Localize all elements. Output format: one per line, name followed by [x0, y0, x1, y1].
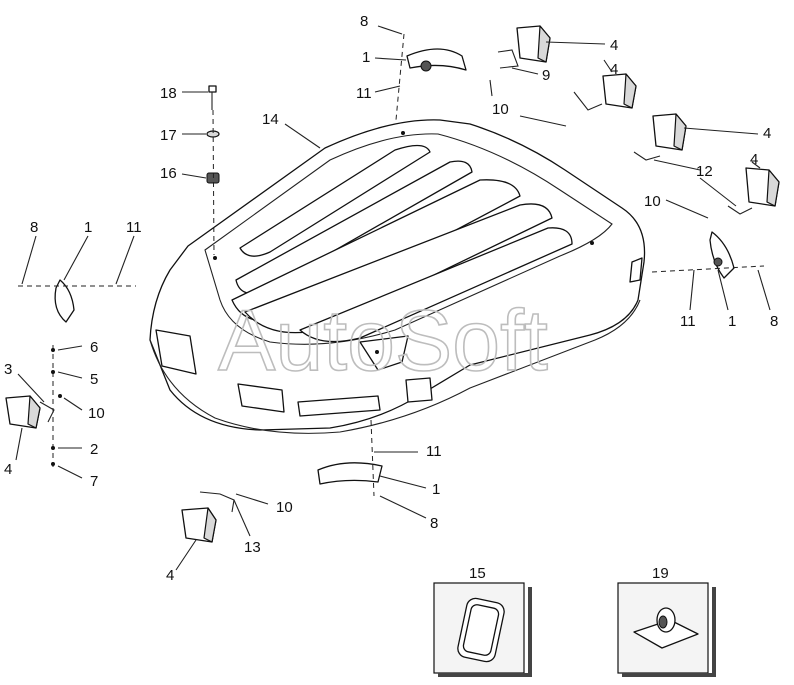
inset-label-15: 15 [469, 565, 486, 582]
marker-lamp-top [395, 33, 467, 121]
callout-label: 8 [360, 13, 368, 30]
callout-label: 11 [680, 313, 696, 330]
callout-label: 4 [610, 37, 618, 54]
work-lamp-3 [633, 113, 687, 161]
callout-label: 12 [696, 163, 713, 180]
callout-label: 10 [492, 101, 509, 118]
callout-label: 4 [166, 567, 174, 584]
callout-label: 4 [750, 151, 758, 168]
callout-label: 8 [30, 219, 38, 236]
callout-label: 4 [763, 125, 771, 142]
callout-label: 9 [542, 67, 550, 84]
callout-label: 13 [244, 539, 261, 556]
marker-lamp-right [651, 231, 765, 279]
watermark-text: AutoSoft [218, 293, 548, 389]
marker-lamp-front [317, 419, 383, 497]
work-lamp-4 [727, 167, 780, 215]
callout-label: 2 [90, 441, 98, 458]
callout-label: 10 [88, 405, 105, 422]
callout-label: 10 [276, 499, 293, 516]
work-lamp-2 [573, 73, 637, 111]
callout-label: 8 [430, 515, 438, 532]
callout-label: 1 [84, 219, 92, 236]
callout-label: 11 [356, 85, 372, 102]
work-lamp-1 [497, 25, 551, 69]
callout-label: 11 [426, 443, 442, 460]
callout-label: 6 [90, 339, 98, 356]
inset-panel-19 [617, 582, 716, 677]
callout-label: 1 [728, 313, 736, 330]
work-lamp-left [5, 395, 55, 429]
callout-label: 14 [262, 111, 279, 128]
leader-lines [15, 25, 771, 571]
callout-label: 1 [432, 481, 440, 498]
callout-label: 18 [160, 85, 177, 102]
callout-labels: 8 1 11 4 9 4 10 4 12 4 10 18 17 16 14 8 … [4, 13, 778, 584]
callout-label: 7 [90, 473, 98, 490]
callout-label: 8 [770, 313, 778, 330]
callout-label: 17 [160, 127, 177, 144]
callout-label: 5 [90, 371, 98, 388]
roof-cap-shell [149, 119, 646, 434]
inset-label-19: 19 [652, 565, 669, 582]
inset-panel-15 [433, 582, 532, 677]
bolt-icon [208, 85, 217, 110]
callout-label: 3 [4, 361, 12, 378]
callout-label: 4 [610, 61, 618, 78]
callout-label: 16 [160, 165, 177, 182]
callout-label: 1 [362, 49, 370, 66]
callout-label: 10 [644, 193, 661, 210]
callout-label: 4 [4, 461, 12, 478]
marker-lamp-left [18, 279, 136, 323]
work-lamp-bottom [181, 491, 235, 543]
callout-label: 11 [126, 219, 142, 236]
